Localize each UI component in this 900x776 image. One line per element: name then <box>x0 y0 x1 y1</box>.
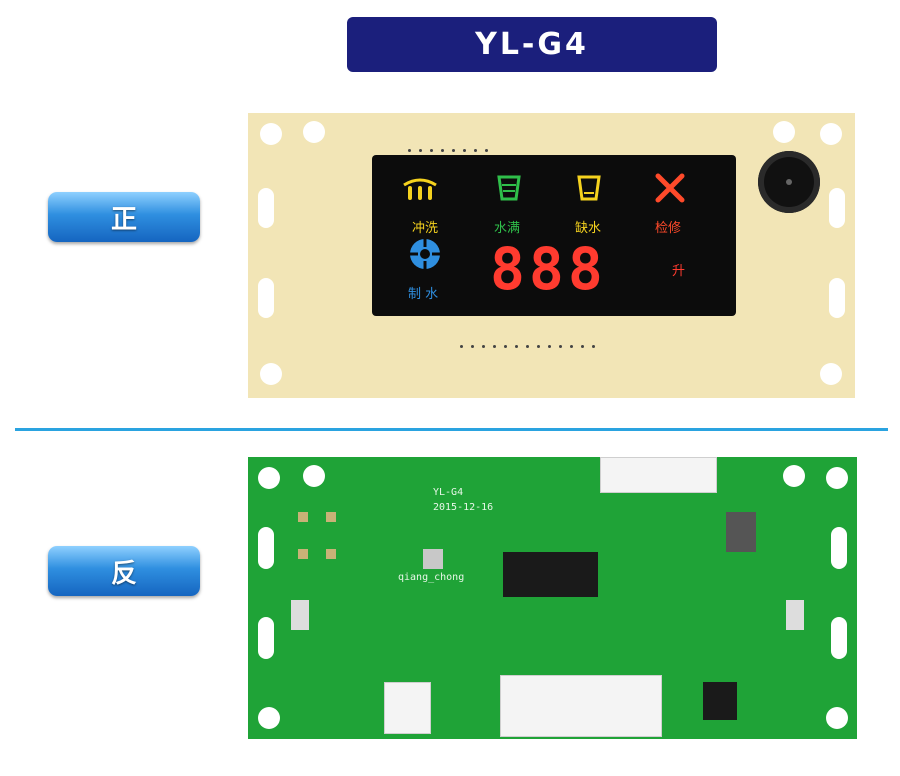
mount-slot <box>829 188 845 228</box>
mount-hole <box>258 707 280 729</box>
solder-pad <box>326 512 336 522</box>
mount-hole <box>260 123 282 145</box>
front-label: 正 <box>48 192 200 242</box>
section-divider <box>15 428 888 431</box>
lcd-display: 冲洗 水满 缺水 检修 制 水 888 升 <box>372 155 736 316</box>
switch-silkscreen: qiang_chong <box>398 572 465 583</box>
solder-pad <box>326 549 336 559</box>
mount-slot <box>258 188 274 228</box>
mount-slot <box>831 527 847 569</box>
mount-slot <box>258 278 274 318</box>
mount-hole <box>826 707 848 729</box>
front-board-photo: 冲洗 水满 缺水 检修 制 水 888 升 <box>248 113 855 398</box>
service-label: 检修 <box>655 221 682 236</box>
regulator-chip <box>703 682 737 720</box>
side-connector <box>384 682 431 734</box>
water-short-label: 缺水 <box>575 221 602 236</box>
mount-hole <box>820 123 842 145</box>
mount-slot <box>829 278 845 318</box>
make-water-label: 制 水 <box>408 287 439 302</box>
pcb-model-silkscreen: YL-G4 <box>433 487 464 498</box>
microcontroller-chip <box>503 552 598 597</box>
mount-hole <box>773 121 795 143</box>
mount-slot <box>258 617 274 659</box>
back-label: 反 <box>48 546 200 596</box>
pin-header <box>408 149 498 153</box>
flush-icon <box>403 178 437 200</box>
top-connector <box>600 457 717 493</box>
resistor <box>786 600 804 630</box>
water-full-icon <box>497 175 521 201</box>
flush-label: 冲洗 <box>412 221 439 236</box>
mount-hole <box>260 363 282 385</box>
bottom-connector <box>500 675 662 737</box>
unit-label: 升 <box>672 264 686 279</box>
pcb-date-silkscreen: 2015-12-16 <box>433 502 494 513</box>
mount-hole <box>258 467 280 489</box>
mount-hole <box>303 121 325 143</box>
buzzer <box>758 151 820 213</box>
mount-hole <box>303 465 325 487</box>
seven-segment-readout: 888 <box>490 235 607 303</box>
water-short-icon <box>577 175 601 201</box>
make-water-icon <box>410 239 440 269</box>
mount-hole <box>783 465 805 487</box>
tact-switch <box>423 549 443 569</box>
resistor <box>291 600 309 630</box>
pin-header <box>460 345 610 349</box>
mount-hole <box>820 363 842 385</box>
water-full-label: 水满 <box>494 221 521 236</box>
mount-slot <box>831 617 847 659</box>
solder-pad <box>298 512 308 522</box>
mount-hole <box>826 467 848 489</box>
solder-pad <box>298 549 308 559</box>
service-icon <box>655 173 685 203</box>
mount-slot <box>258 527 274 569</box>
title-banner: YL-G4 <box>347 17 717 72</box>
back-board-photo: YL-G4 2015-12-16 qiang_chong <box>248 457 857 739</box>
regulator-chip <box>726 512 756 552</box>
